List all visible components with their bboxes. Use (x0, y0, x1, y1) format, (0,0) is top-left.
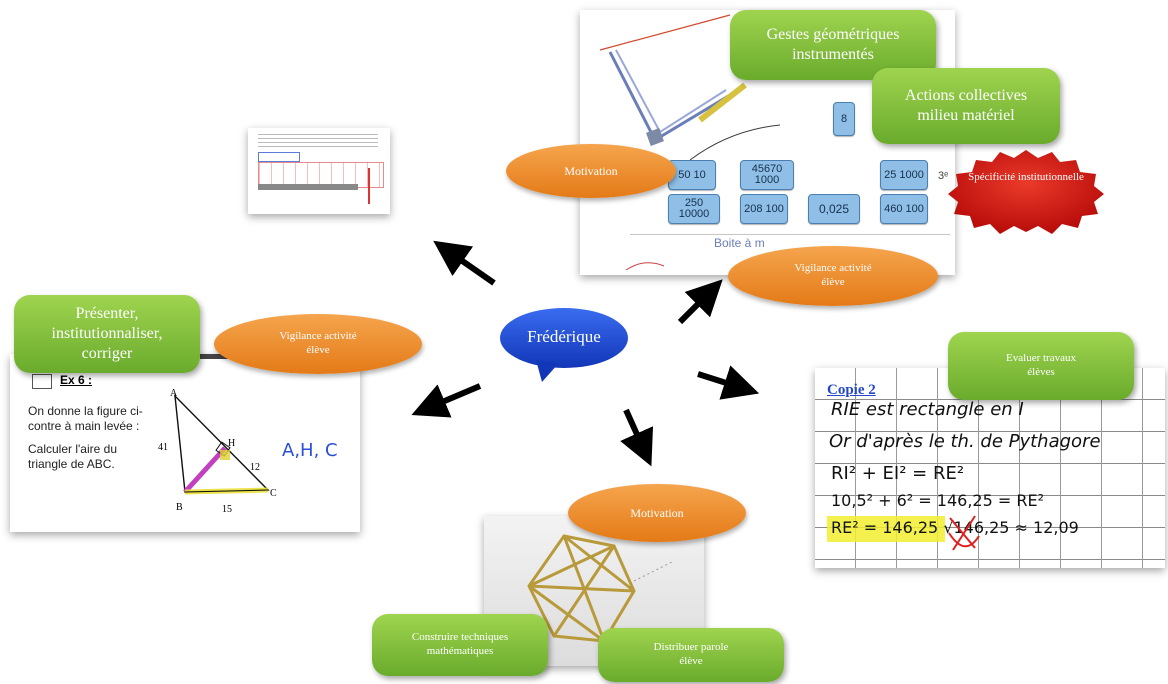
red-curve (625, 262, 665, 271)
screenshot-blue-box (258, 152, 300, 162)
copie-line-4: 10,5² + 6² = 146,25 = RE² (831, 491, 1044, 510)
exercise-text-2: Calculer l'aire du triangle de ABC. (28, 442, 117, 471)
box-evaluer: Evaluer travaux élèves (948, 332, 1134, 400)
tile-0025: 0,025 (808, 194, 860, 224)
tile-8: 8 (833, 102, 855, 136)
polyhedron-drawing (527, 534, 675, 643)
specificite-badge: Spécificité institutionnelle (968, 171, 1084, 183)
tile-250-label: 250 10000 (678, 197, 710, 220)
tile-460-label: 460 100 (884, 202, 924, 215)
ellipse-vigilance-left-label: Vigilance activité élève (279, 330, 357, 356)
box-actions-label: Actions collectives milieu matériel (904, 87, 1028, 124)
tile-50-10: 50 10 (668, 160, 716, 190)
box-distribuer-label: Distribuer parole élève (653, 641, 729, 667)
arrow-up-right (677, 279, 723, 325)
box-presenter-label: Présenter, institutionnaliser, corriger (51, 305, 163, 362)
arrow-left (411, 383, 482, 418)
box-actions-collectives: Actions collectives milieu matériel (872, 68, 1060, 144)
tile-25-1000-label: 25 1000 (884, 168, 924, 181)
box-presenter: Présenter, institutionnaliser, corriger (14, 295, 200, 373)
tile-45670-label: 45670 1000 (751, 163, 783, 186)
handwritten-ahc: A,H, C (282, 440, 338, 461)
specificite-badge-shape (948, 150, 1104, 234)
copie-title: Copie 2 (827, 382, 876, 398)
center-label: Frédérique (527, 327, 601, 346)
tile-0025-label: 0,025 (818, 202, 850, 216)
label-15: 15 (222, 504, 232, 515)
red-scribble (948, 515, 980, 551)
compass-drawing (599, 14, 781, 160)
arrow-right (697, 365, 760, 400)
tile-460-100: 460 100 (880, 194, 928, 224)
copie-line-2: Or d'après le th. de Pythagore (829, 431, 1101, 452)
copie-line-5: RE² = 146,25 √146,25 ≈ 12,09 (831, 518, 1079, 537)
screenshot-ruler (258, 184, 358, 190)
copie-line-1: RIE est rectangle en I (831, 399, 1024, 420)
center-bubble-shape (500, 308, 628, 382)
ellipse-motivation-top: Motivation (506, 144, 676, 198)
exercise-title: Ex 6 : (60, 373, 93, 387)
ellipse-motivation-bottom-label: Motivation (630, 505, 684, 520)
arrow-down (620, 408, 654, 467)
ellipse-motivation-bottom: Motivation (568, 484, 746, 542)
yellow-highlight (827, 516, 945, 542)
tile-208-100: 208 100 (740, 194, 788, 224)
exercise-text-1: On donne la figure ci-contre à main levé… (28, 404, 143, 433)
exercise-panel: Ex 6 : On donne la figure ci-contre à ma… (10, 354, 360, 532)
boite-label: Boite à m (714, 236, 765, 250)
label-12: 12 (250, 462, 260, 473)
tile-45670-1000: 45670 1000 (740, 160, 794, 190)
box-distribuer: Distribuer parole élève (598, 628, 784, 682)
copie-line-3: RI² + EI² = RE² (831, 463, 965, 484)
tile-208-label: 208 100 (744, 202, 784, 215)
box-gestes-label: Gestes géométriques instrumentés (766, 26, 900, 63)
box-evaluer-label: Evaluer travaux élèves (1006, 352, 1076, 378)
label-a: A (170, 388, 178, 399)
arrow-up-left (433, 240, 496, 286)
checkbox (32, 374, 52, 389)
copie-panel: Copie 2 RIE est rectangle en I Or d'aprè… (815, 368, 1165, 568)
triangle-figure (174, 394, 270, 495)
label-b: B (176, 502, 183, 513)
ellipse-vigilance-right-label: Vigilance activité élève (794, 262, 872, 288)
tile-250-10000: 250 10000 (668, 194, 720, 224)
ellipse-vigilance-right: Vigilance activité élève (728, 246, 938, 306)
screenshot-top-left (248, 128, 390, 214)
screenshot-text-lines (258, 134, 378, 148)
tile-50-10-label: 50 10 (678, 168, 706, 181)
box-construire: Construire techniques mathématiques (372, 614, 548, 676)
label-c: C (270, 488, 277, 499)
label-h: H (228, 438, 236, 449)
third-label: 3ᵉ (938, 170, 949, 182)
panel-divider (630, 234, 950, 235)
tile-8-label: 8 (840, 112, 848, 125)
box-construire-label: Construire techniques mathématiques (411, 631, 509, 657)
screenshot-red-line (368, 168, 370, 204)
ellipse-vigilance-left: Vigilance activité élève (214, 314, 422, 374)
label-41: 41 (158, 442, 168, 453)
tile-25-1000: 25 1000 (880, 160, 928, 190)
ellipse-motivation-top-label: Motivation (564, 163, 618, 178)
